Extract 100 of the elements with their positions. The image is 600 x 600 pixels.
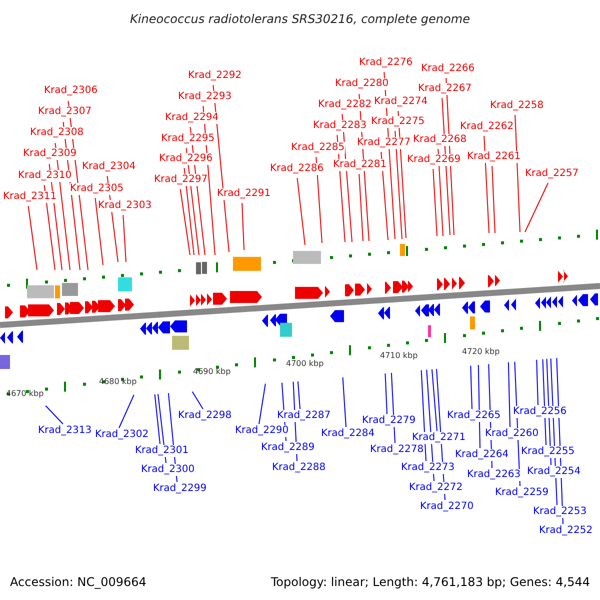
gene-label: Krad_2253 [533, 506, 587, 518]
gene-label: Krad_2254 [527, 466, 581, 478]
leader-line [431, 368, 438, 432]
leader-line [492, 166, 496, 234]
scale-label: 4710 kbp [380, 350, 418, 362]
gene-label: Krad_2290 [235, 425, 289, 437]
gene-label: Krad_2297 [154, 174, 208, 186]
leader-line [470, 365, 472, 410]
gene-label: Krad_2260 [485, 428, 539, 440]
scale-label: 4690 kbp [193, 366, 231, 378]
leader-line [94, 198, 104, 266]
gene-label: Krad_2285 [291, 142, 345, 154]
leader-line [358, 174, 364, 242]
gene-label: Krad_2302 [95, 429, 149, 441]
gene-label: Krad_2294 [165, 112, 219, 124]
gene-label: Krad_2287 [277, 410, 331, 422]
scale-label: 4700 kbp [286, 358, 324, 370]
gene-label: Krad_2277 [357, 137, 411, 149]
gene-label: Krad_2288 [272, 462, 326, 474]
gene-label: Krad_2276 [359, 57, 413, 69]
footer-text: Topology: linear; Length: 4,761,183 bp; Genes: 4,544 [270, 575, 590, 589]
gene-label: Krad_2270 [420, 501, 474, 513]
leader-line [44, 184, 56, 270]
gene-label: Krad_2306 [44, 85, 98, 97]
gene-label: Krad_2269 [407, 154, 461, 166]
gene-label: Krad_2282 [318, 99, 372, 111]
gene-label: Krad_2271 [412, 432, 466, 444]
gene-label: Krad_2291 [217, 188, 271, 200]
footer-text: Accession: NC_009664 [10, 575, 146, 589]
gene-label: Krad_2293 [178, 91, 232, 103]
gene-label: Krad_2313 [38, 425, 92, 437]
scale-label: 4670 kbp [6, 388, 44, 400]
scale-label: 4680 kbp [99, 376, 137, 388]
leader-line [420, 370, 426, 462]
gene-label: Krad_2295 [161, 133, 215, 145]
gene-label: Krad_2305 [70, 183, 124, 195]
gene-label: Krad_2258 [490, 100, 544, 112]
gene-label: Krad_2289 [261, 442, 315, 454]
gene-label: Krad_2278 [370, 444, 424, 456]
gene-label: Krad_2311 [3, 191, 57, 203]
gene-label: Krad_2261 [467, 151, 521, 163]
gene-label: Krad_2266 [421, 63, 475, 75]
gene-label: Krad_2275 [371, 116, 425, 128]
gene-label: Krad_2281 [333, 159, 387, 171]
leader-line [524, 182, 549, 232]
gene-label: Krad_2273 [401, 462, 455, 474]
leader-line [258, 383, 266, 424]
gene-label: Krad_2304 [82, 161, 136, 173]
gene-label: Krad_2252 [539, 525, 593, 537]
gene-label: Krad_2286 [270, 163, 324, 175]
gene-label: Krad_2301 [135, 445, 189, 457]
leader-line [432, 168, 438, 236]
gene-label: Krad_2257 [525, 168, 579, 180]
leader-line [154, 394, 160, 444]
gene-label: Krad_2310 [18, 170, 72, 182]
gene-label: Krad_2265 [447, 410, 501, 422]
leader-line [542, 358, 546, 446]
leader-line [122, 214, 126, 262]
gene-label: Krad_2279 [362, 415, 416, 427]
leader-line [297, 380, 300, 410]
leader-line [380, 152, 388, 240]
gene-label: Krad_2262 [460, 121, 514, 133]
leader-line [508, 362, 510, 428]
gene-label: Krad_2308 [30, 127, 84, 139]
leader-line [180, 188, 190, 256]
gene-label: Krad_2283 [313, 120, 367, 132]
leader-line [514, 114, 520, 232]
leader-line [484, 136, 490, 234]
leader-line [342, 376, 346, 428]
gene-label: Krad_2259 [495, 487, 549, 499]
gene-label: Krad_2264 [455, 449, 509, 461]
gene-label: Krad_2292 [188, 70, 242, 82]
leader-line [394, 130, 402, 240]
gene-label: Krad_2280 [335, 78, 389, 90]
gene-label: Krad_2298 [178, 410, 232, 422]
leader-line [296, 178, 306, 246]
gene-label: Krad_2256 [513, 406, 567, 418]
leader-line [438, 148, 444, 236]
gene-label: Krad_2272 [409, 482, 463, 494]
gene-label: Krad_2296 [159, 153, 213, 165]
diagram-title: Kineococcus radiotolerans SRS30216, complete genome [129, 12, 471, 26]
gene-label: Krad_2263 [467, 469, 521, 481]
leader-line [28, 206, 38, 270]
gene-label: Krad_2309 [23, 148, 77, 160]
gene-label: Krad_2299 [153, 483, 207, 495]
leader-line [316, 156, 322, 244]
gene-label: Krad_2303 [98, 200, 152, 212]
leader-line [536, 359, 538, 406]
scale-label: 4720 kbp [462, 346, 500, 358]
leader-line [118, 394, 134, 428]
leader-line [45, 405, 64, 424]
gene-label: Krad_2267 [418, 83, 472, 95]
gene-label: Krad_2255 [521, 446, 575, 458]
leader-line [242, 202, 244, 250]
gene-label: Krad_2268 [413, 134, 467, 146]
gene-label: Krad_2307 [38, 106, 92, 118]
leader-line [192, 391, 204, 410]
gene-label: Krad_2300 [141, 464, 195, 476]
leader-line [384, 372, 388, 414]
gene-label: Krad_2274 [374, 96, 428, 108]
